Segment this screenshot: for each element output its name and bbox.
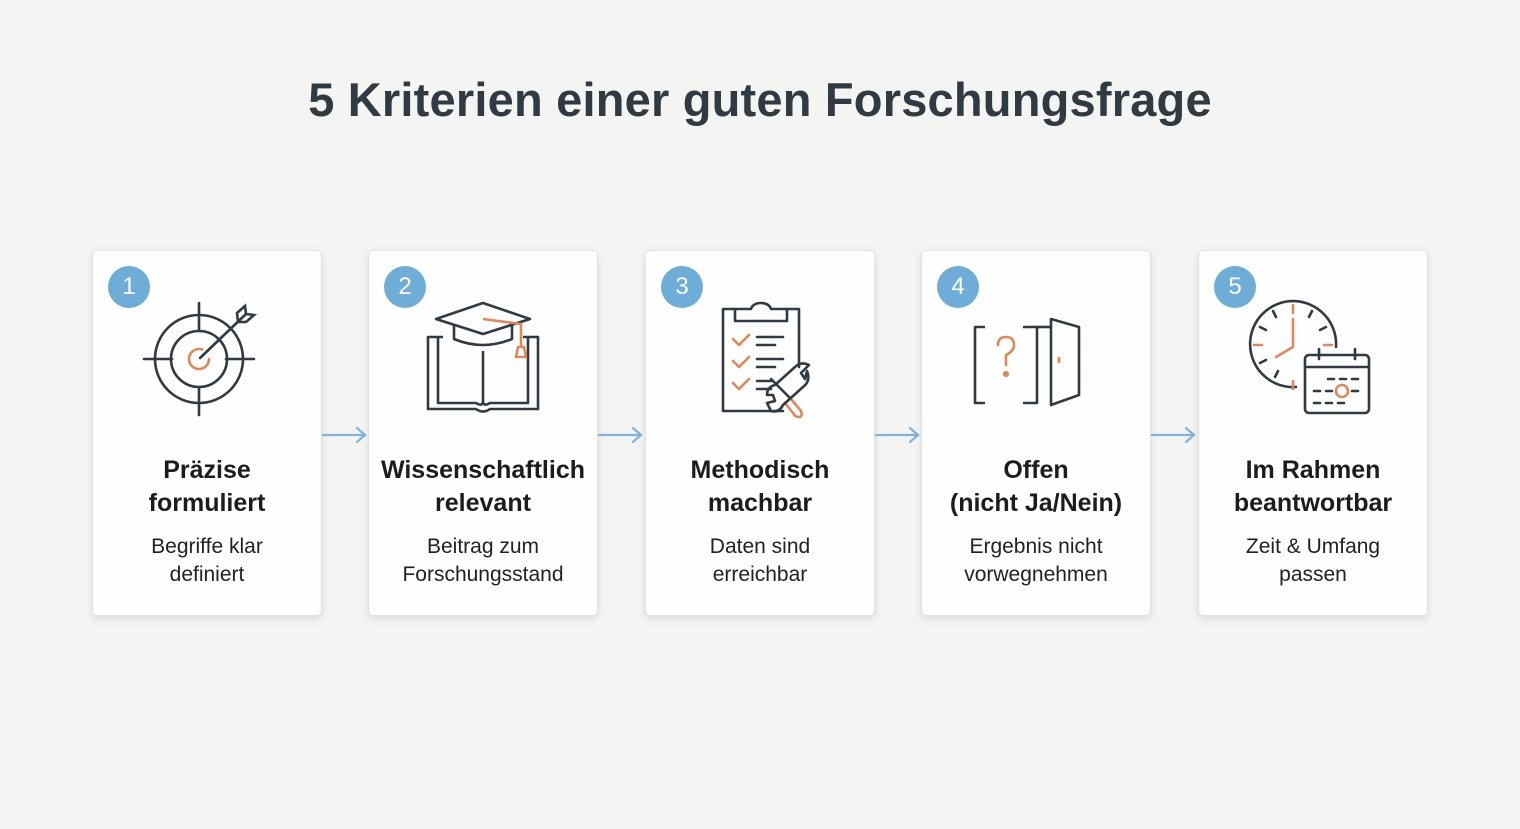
criterion-card-1: 1 Präzise formuliert Begriffe klar defin… xyxy=(92,250,322,616)
target-arrow-icon xyxy=(142,299,272,425)
step-badge: 2 xyxy=(384,266,426,308)
criterion-card-4: 4 Offen (nicht Ja/Nein) Ergebnis nicht v… xyxy=(921,250,1151,616)
criterion-card-5: 5 Im Rahmen beantwortbar Zeit & Umfang p… xyxy=(1198,250,1428,616)
criterion-card-3: 3 Methodisch machbar Daten sind erreichb… xyxy=(645,250,875,616)
clipboard-tools-icon xyxy=(695,299,825,425)
card-description: Beitrag zum Forschungsstand xyxy=(402,535,564,586)
card-title: Wissenschaftlich relevant xyxy=(380,456,585,517)
graduation-cap-book-icon xyxy=(418,299,548,425)
arrow-right-icon xyxy=(322,426,368,444)
step-badge: 4 xyxy=(937,266,979,308)
card-title: Im Rahmen beantwortbar xyxy=(1233,456,1393,517)
step-badge: 5 xyxy=(1214,266,1256,308)
arrow-right-icon xyxy=(598,426,644,444)
card-description: Ergebnis nicht vorwegnehmen xyxy=(964,535,1108,586)
arrow-right-icon xyxy=(1151,426,1197,444)
criterion-card-2: 2 Wissenschaftlich relevant Beitrag zum … xyxy=(368,250,598,616)
card-description: Daten sind erreichbar xyxy=(709,535,811,586)
card-title: Methodisch machbar xyxy=(690,456,830,517)
question-open-door-icon xyxy=(971,299,1101,425)
card-description: Zeit & Umfang passen xyxy=(1245,535,1381,586)
clock-calendar-icon xyxy=(1248,299,1378,425)
arrow-right-icon xyxy=(875,426,921,444)
card-description: Begriffe klar definiert xyxy=(151,535,263,586)
page-title: 5 Kriterien einer guten Forschungsfrage xyxy=(308,73,1212,126)
card-title: Offen (nicht Ja/Nein) xyxy=(949,456,1123,517)
step-badge: 3 xyxy=(661,266,703,308)
card-title: Präzise formuliert xyxy=(148,456,266,517)
step-badge: 1 xyxy=(108,266,150,308)
